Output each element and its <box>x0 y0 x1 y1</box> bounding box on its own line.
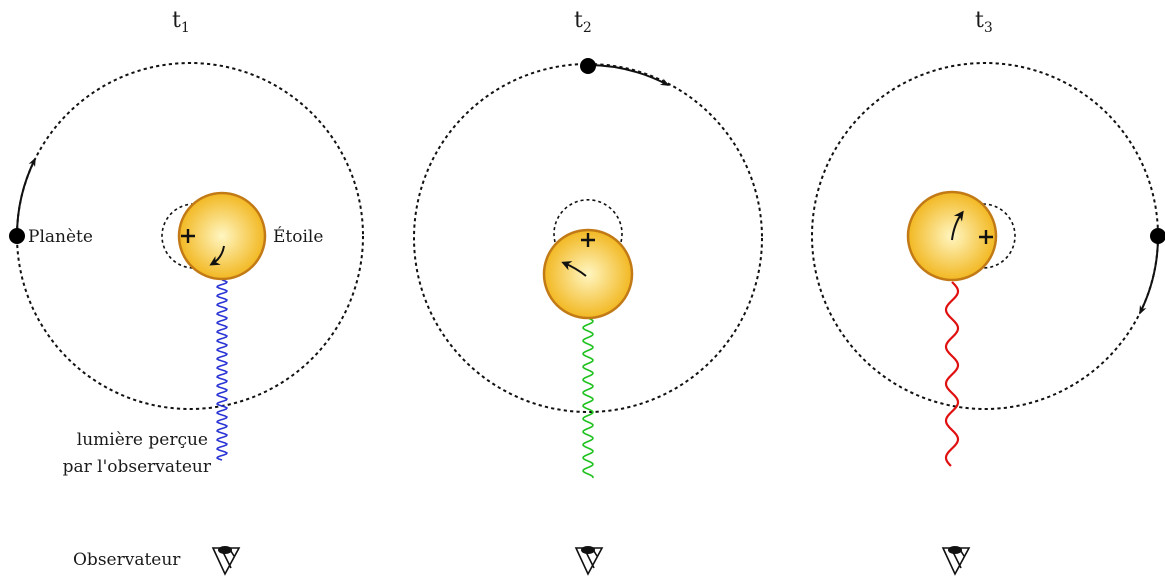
light-label-line2: par l'observateur <box>63 457 212 477</box>
eye-icon <box>211 546 241 576</box>
spin-arrow-icon <box>561 261 587 277</box>
light-label-line1: lumière perçue <box>77 430 208 450</box>
plus-icon <box>581 233 595 247</box>
spin-arrow-icon <box>209 245 225 266</box>
planet-dot <box>580 58 596 74</box>
panel-t1: t1 Planète Étoile lumière perçue par l'o… <box>9 8 364 576</box>
eye-icon <box>941 546 971 576</box>
time-label-t2: t2 <box>574 8 592 36</box>
light-wave <box>944 281 960 467</box>
time-label-t3: t3 <box>975 8 993 36</box>
planet-dot <box>9 228 25 244</box>
star-wobble-path <box>553 199 623 243</box>
time-label-t1: t1 <box>172 8 190 36</box>
plus-icon <box>979 230 993 244</box>
panel-t3: t3 <box>811 8 1165 576</box>
star-wobble-path <box>982 203 1016 269</box>
planet-label: Planète <box>28 227 93 247</box>
planet-orbit <box>16 62 364 410</box>
star <box>542 228 634 320</box>
plus-icon <box>181 229 195 243</box>
planet-dot <box>1150 228 1165 244</box>
spin-arrow-icon <box>951 210 964 241</box>
planet-motion-arrow <box>15 157 36 237</box>
observer-label: Observateur <box>73 550 181 570</box>
planet-motion-arrow <box>1139 235 1160 315</box>
light-wave <box>582 317 594 479</box>
eye-icon <box>574 546 604 576</box>
star <box>177 191 267 281</box>
panel-t2: t2 <box>413 8 763 576</box>
star-wobble-path <box>161 203 195 269</box>
light-wave <box>215 279 229 461</box>
star-label: Étoile <box>273 226 323 247</box>
